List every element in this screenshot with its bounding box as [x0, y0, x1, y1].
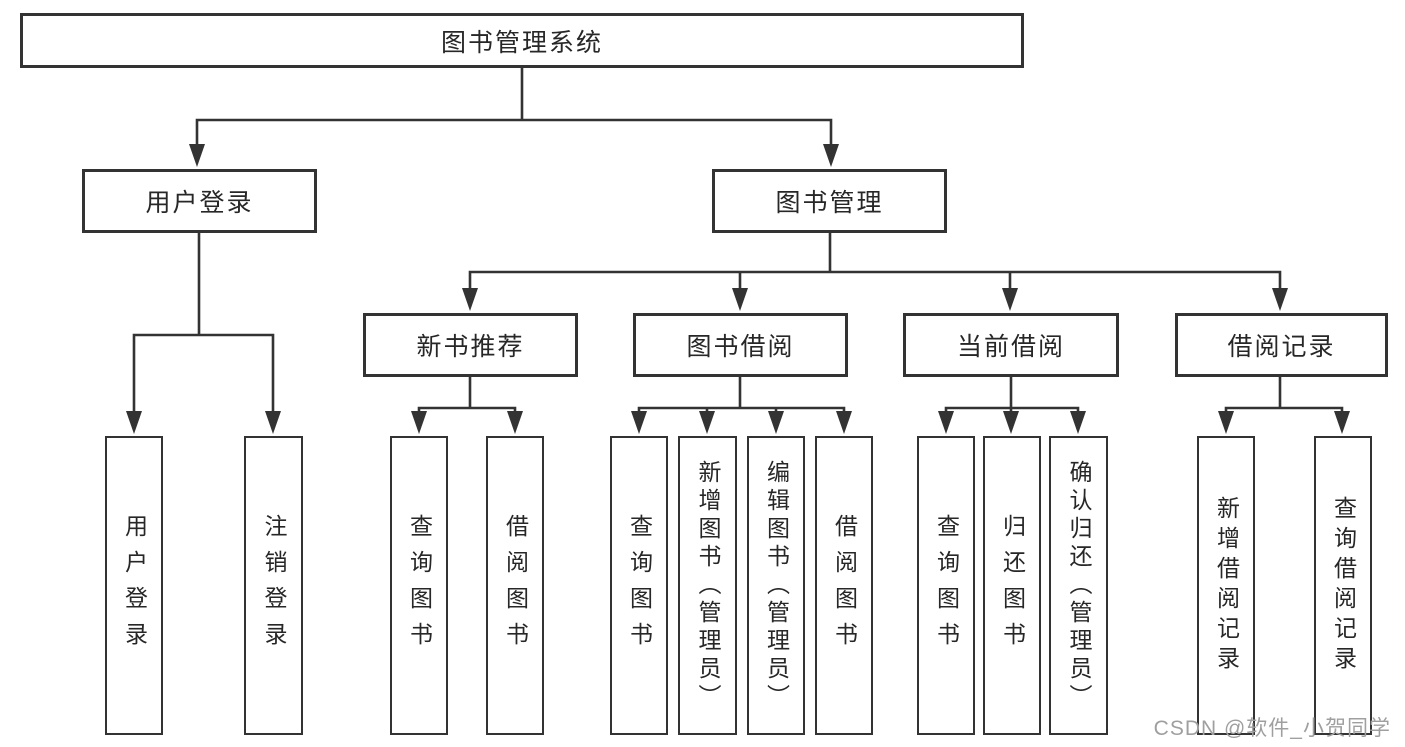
arrowheads	[126, 144, 1350, 434]
leaf-user-login: 用户登录	[105, 436, 163, 735]
node-new-book-recommend: 新书推荐	[363, 313, 578, 377]
leaf-label: 编辑图书（管理员）	[763, 459, 790, 712]
leaf-label: 查询借阅记录	[1330, 495, 1357, 676]
leaf-label: 归还图书	[999, 513, 1026, 658]
leaf-label: 注销登录	[261, 513, 287, 658]
leaf-query-books: 查询图书	[610, 436, 668, 735]
leaf-label: 查询图书	[406, 513, 433, 658]
leaf-label: 新增借阅记录	[1213, 495, 1240, 676]
leaf-logout: 注销登录	[244, 436, 303, 735]
leaf-query-borrow-record: 查询借阅记录	[1314, 436, 1372, 735]
node-borrow-records: 借阅记录	[1175, 313, 1388, 377]
leaf-label: 用户登录	[121, 513, 148, 658]
node-current-borrow: 当前借阅	[903, 313, 1119, 377]
node-label: 图书管理系统	[440, 28, 603, 57]
leaf-label: 查询图书	[933, 513, 960, 658]
leaf-edit-books-admin: 编辑图书（管理员）	[747, 436, 805, 735]
leaf-label: 确认归还（管理员）	[1066, 459, 1092, 712]
node-label: 当前借阅	[956, 333, 1065, 361]
node-book-management: 图书管理	[712, 169, 947, 233]
leaf-label: 查询图书	[626, 513, 653, 658]
leaf-label: 借阅图书	[502, 513, 529, 658]
node-label: 新书推荐	[416, 333, 525, 361]
node-label: 图书借阅	[686, 333, 795, 361]
leaf-label: 新增图书（管理员）	[695, 459, 721, 712]
leaf-query-books: 查询图书	[390, 436, 448, 735]
node-label: 图书管理	[775, 189, 884, 217]
leaf-borrow-books: 借阅图书	[486, 436, 544, 735]
leaf-borrow-books: 借阅图书	[815, 436, 873, 735]
leaf-confirm-return-admin: 确认归还（管理员）	[1049, 436, 1108, 735]
leaf-add-books-admin: 新增图书（管理员）	[678, 436, 737, 735]
leaf-return-books: 归还图书	[983, 436, 1041, 735]
node-user-login: 用户登录	[82, 169, 317, 233]
node-label: 借阅记录	[1227, 333, 1336, 361]
node-book-borrow: 图书借阅	[633, 313, 848, 377]
leaf-label: 借阅图书	[831, 513, 858, 658]
node-library-management-system: 图书管理系统	[20, 13, 1024, 68]
node-label: 用户登录	[145, 189, 254, 217]
leaf-query-books: 查询图书	[917, 436, 975, 735]
leaf-add-borrow-record: 新增借阅记录	[1197, 436, 1255, 735]
csdn-watermark: CSDN @软件_小贺同学	[1153, 717, 1391, 740]
